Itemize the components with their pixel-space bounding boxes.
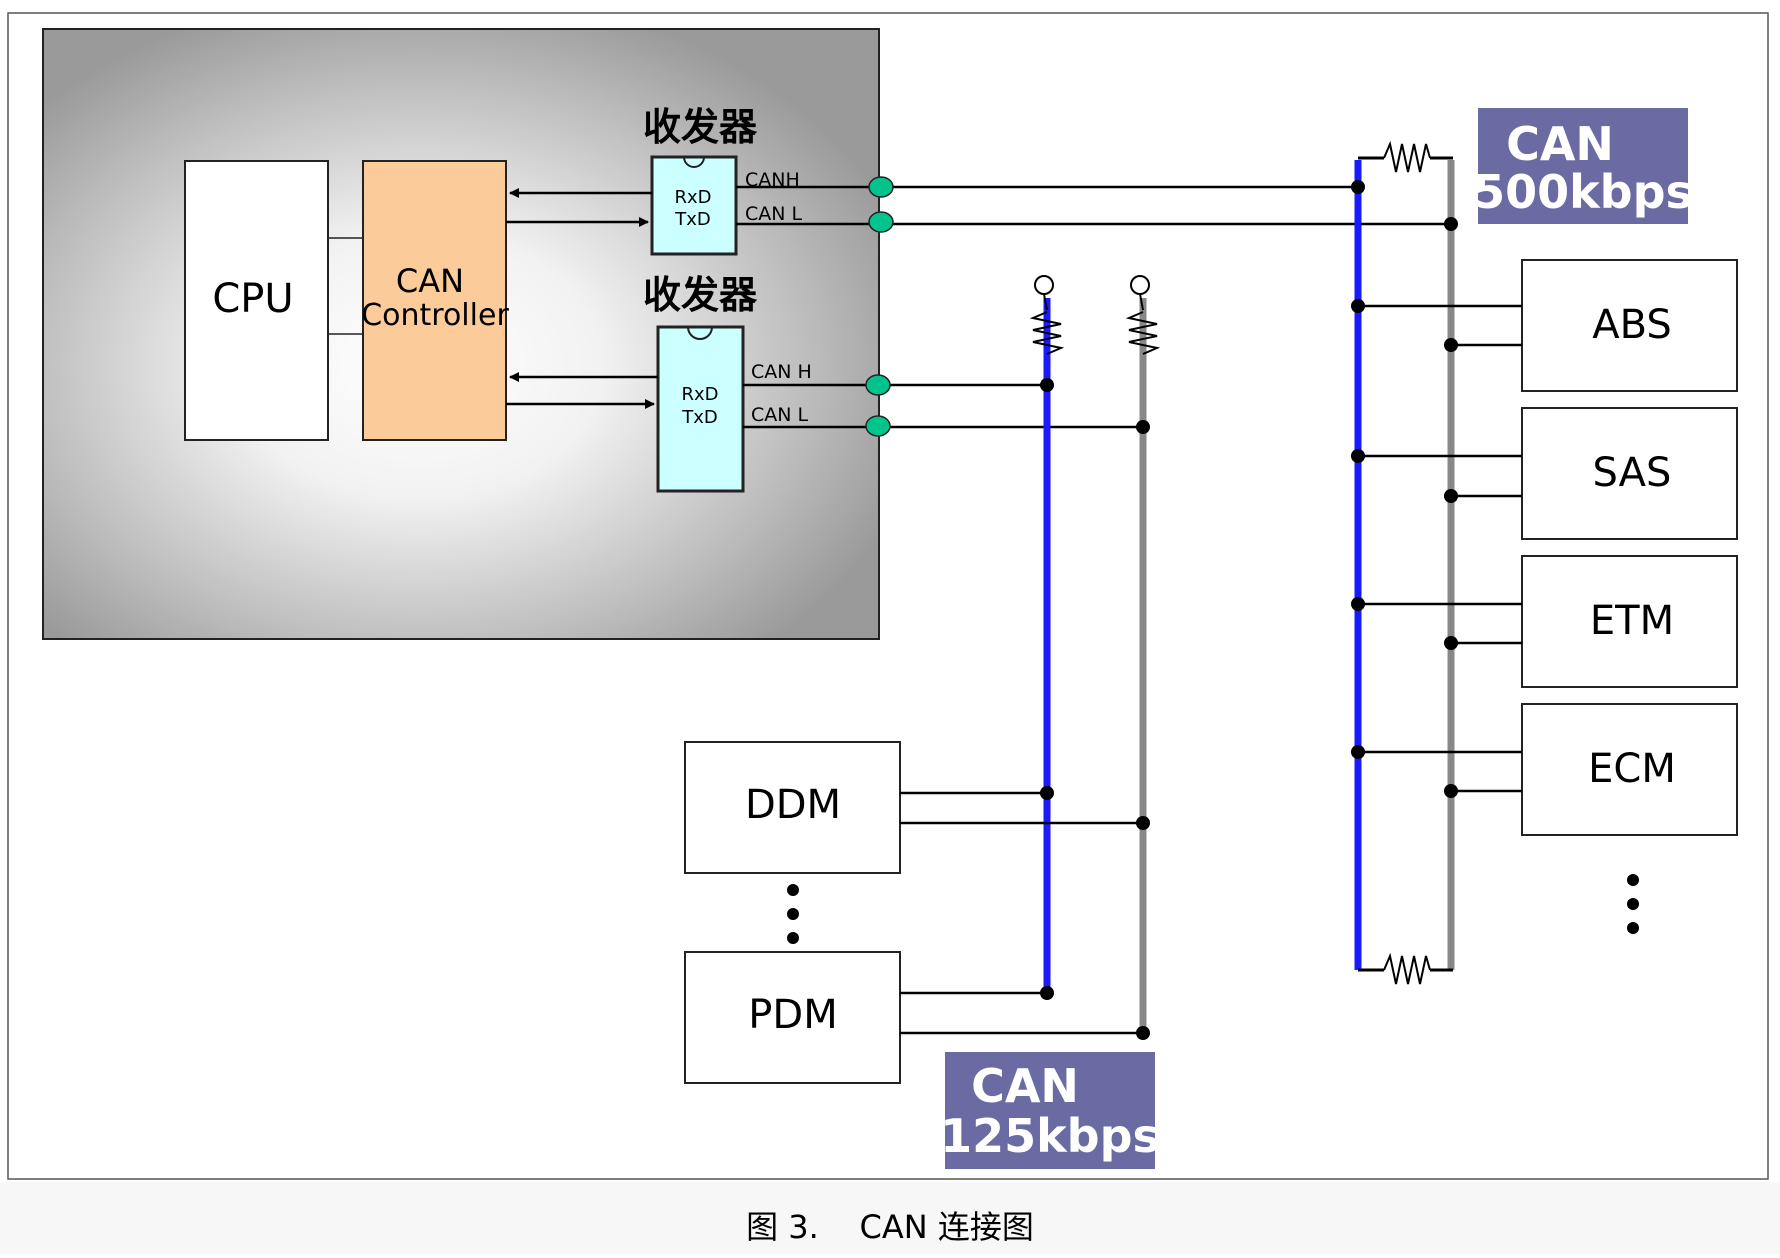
bus-terminal-open [1130, 275, 1150, 295]
node-ecm-label: ECM [1588, 746, 1676, 792]
badge-500k-line1: CAN [1506, 117, 1614, 171]
connector-pin [865, 374, 891, 396]
badge-bg [945, 1052, 1155, 1169]
can-controller-block: CAN Controller [361, 160, 509, 441]
badge-125k-line2: 125kbps [940, 1109, 1160, 1163]
node-ddm-label: DDM [745, 782, 841, 828]
badge-bg [1478, 108, 1688, 224]
junction-dot [1351, 745, 1365, 759]
node-etm: ETM [1521, 555, 1738, 688]
badge-can-500kbps: CAN 500kbps [1473, 108, 1693, 224]
junction-dot [1444, 217, 1458, 231]
canl-label-bottom: CAN L [751, 404, 809, 426]
more-nodes-dot [787, 908, 799, 920]
junction-dot [1444, 489, 1458, 503]
transceiver-top-txd: TxD [674, 209, 711, 230]
junction-dot [1444, 784, 1458, 798]
more-nodes-dot [787, 884, 799, 896]
cpu-block: CPU [184, 160, 329, 441]
termination-coil-icon [1125, 311, 1161, 355]
badge-125k-line1: CAN [971, 1059, 1079, 1113]
junction-dot [1136, 816, 1150, 830]
junction-dot [1136, 420, 1150, 434]
connector-pin [868, 211, 894, 233]
badge-can-125kbps: CAN 125kbps [940, 1052, 1160, 1169]
transceiver-title-bottom: 收发器 [643, 273, 758, 317]
transceiver-notch [687, 326, 713, 340]
node-ddm: DDM [684, 741, 901, 874]
junction-dot [1351, 299, 1365, 313]
junction-dot [1351, 449, 1365, 463]
termination-coil-icon [1383, 952, 1431, 985]
junction-dot [1040, 986, 1054, 1000]
node-pdm: PDM [684, 951, 901, 1084]
terminal-lead [1043, 293, 1048, 311]
controller-label-line2: Controller [361, 298, 509, 333]
figure-caption: 图 3. CAN 连接图 [746, 1208, 1034, 1246]
junction-dot [1040, 378, 1054, 392]
transceiver-top-rxd: RxD [674, 187, 711, 208]
transceiver-notch [683, 156, 705, 168]
badge-500k-line2: 500kbps [1473, 165, 1693, 219]
transceiver-bottom-txd: TxD [681, 407, 718, 428]
can-controller-box [362, 160, 507, 441]
junction-dot [1444, 636, 1458, 650]
cpu-label: CPU [212, 276, 293, 322]
transceiver-top: RxD TxD [650, 155, 738, 256]
node-pdm-label: PDM [748, 992, 837, 1038]
node-sas-label: SAS [1593, 450, 1672, 496]
transceiver-bottom-rxd: RxD [681, 384, 718, 405]
junction-dot [1351, 180, 1365, 194]
more-nodes-dot [1627, 874, 1639, 886]
canh-label-bottom: CAN H [751, 361, 812, 383]
more-nodes-dot [787, 932, 799, 944]
transceiver-bottom: RxD TxD [656, 325, 745, 493]
transceiver-title-top: 收发器 [643, 105, 758, 149]
node-abs: ABS [1521, 259, 1738, 392]
more-nodes-dot [1627, 922, 1639, 934]
more-nodes-dot [1627, 898, 1639, 910]
connector-pin [868, 176, 894, 198]
bus-terminal-open [1034, 275, 1054, 295]
node-etm-label: ETM [1590, 598, 1674, 644]
node-ecm: ECM [1521, 703, 1738, 836]
controller-label-line1: CAN [396, 262, 464, 300]
node-abs-label: ABS [1592, 302, 1672, 348]
termination-coil-icon [1383, 140, 1431, 173]
junction-dot [1040, 786, 1054, 800]
connector-pin [865, 415, 891, 437]
node-sas: SAS [1521, 407, 1738, 540]
junction-dot [1351, 597, 1365, 611]
canh-label-top: CANH [745, 169, 800, 191]
termination-coil-icon [1029, 311, 1065, 355]
junction-dot [1444, 338, 1458, 352]
junction-dot [1136, 1026, 1150, 1040]
canl-label-top: CAN L [745, 203, 803, 225]
terminal-lead [1139, 293, 1144, 311]
caption-band [0, 1182, 1780, 1254]
